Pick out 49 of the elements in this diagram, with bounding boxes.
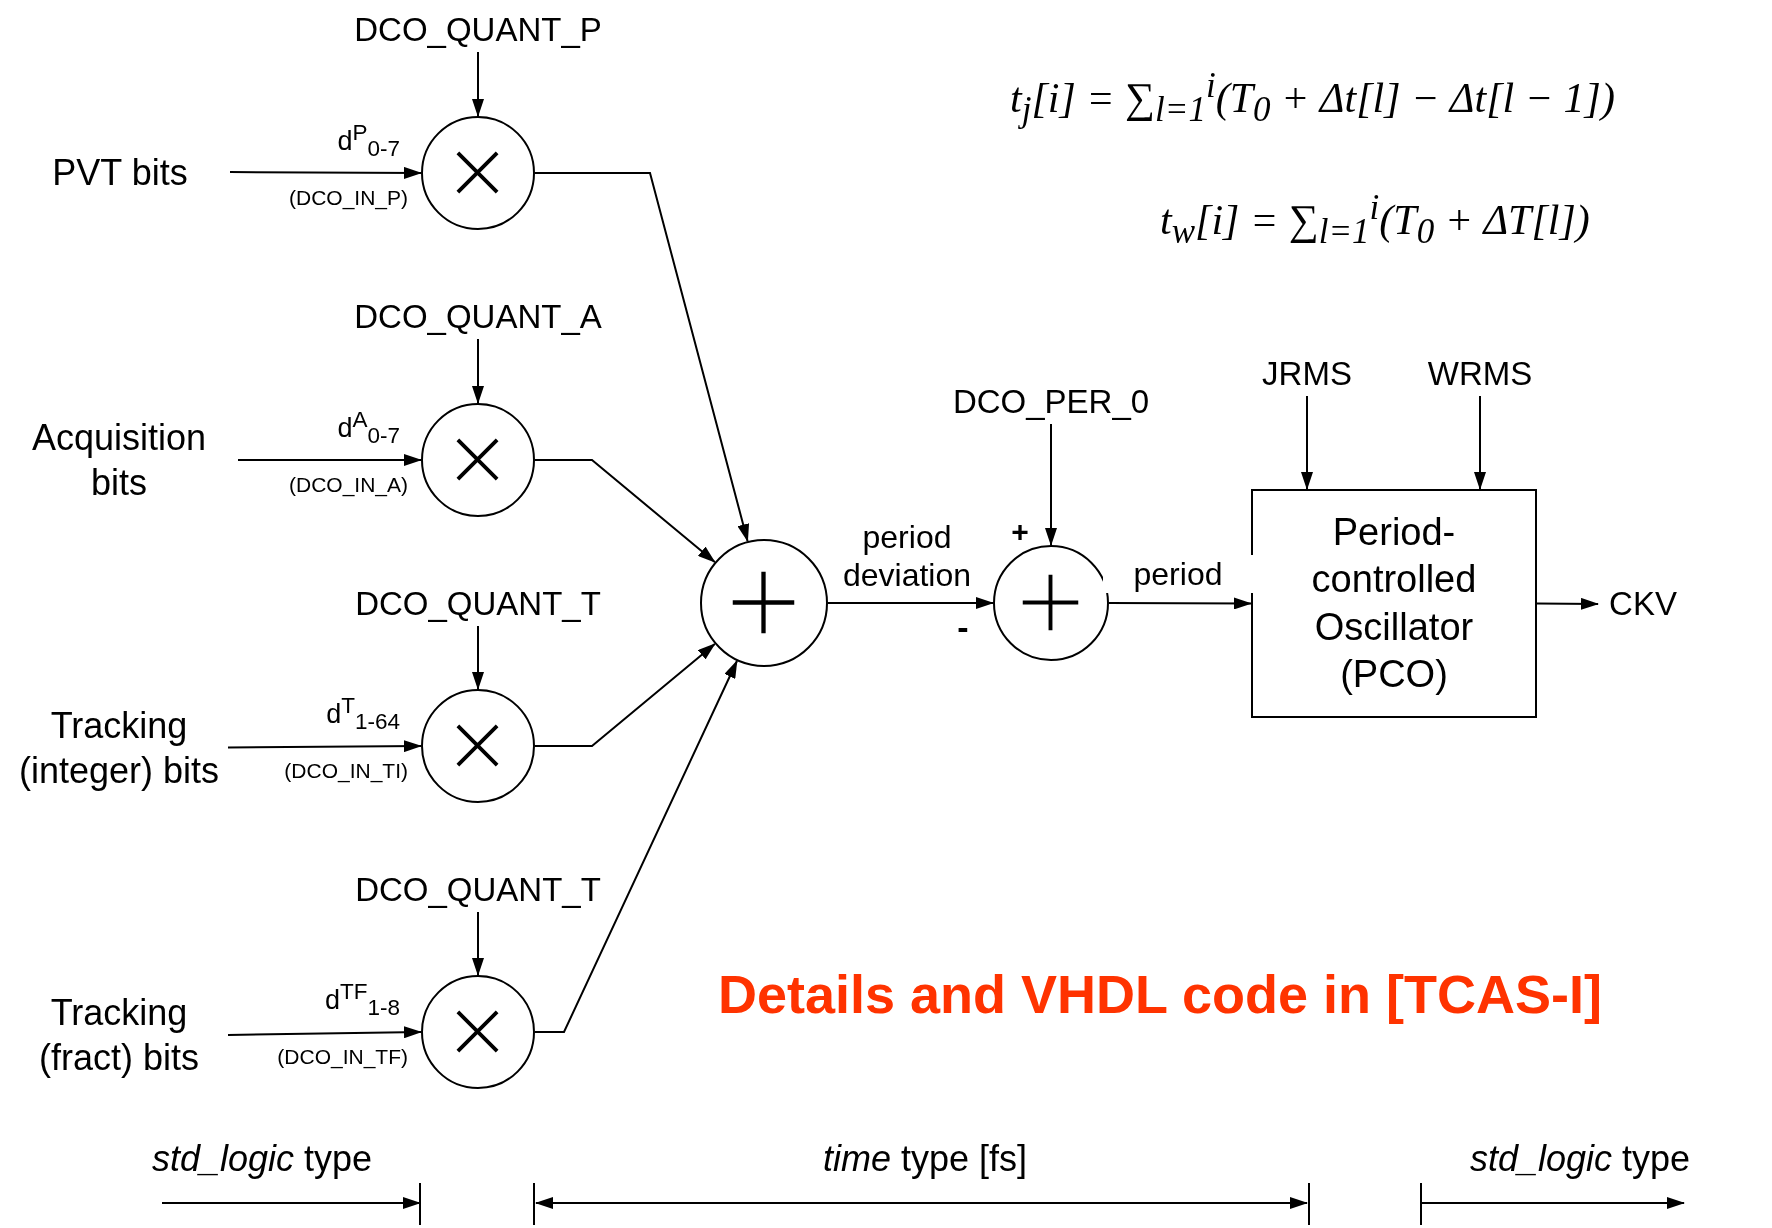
signal-label: JRMS bbox=[1247, 352, 1367, 396]
arrow bbox=[1536, 597, 1599, 610]
oscillator-block: Period-controlled Oscillator (PCO) bbox=[1251, 489, 1537, 718]
multiplier-circle bbox=[421, 403, 535, 517]
adder-circle bbox=[700, 539, 828, 667]
arrow bbox=[534, 459, 716, 564]
type-label: time type [fs] bbox=[822, 1138, 1028, 1180]
formula: t$_{j}$[i] = ∑$_{l=1}$$^{i}$(T$_{0}$ + Δt[l] − Δt[l − 1]) bbox=[1010, 65, 1615, 132]
type-label: std_logic type bbox=[151, 1138, 373, 1180]
output-label: CKV bbox=[1598, 582, 1688, 626]
arrow bbox=[227, 740, 422, 753]
signal-label: DCO_QUANT_T bbox=[318, 868, 638, 912]
port-label: (DCO_IN_P) bbox=[288, 186, 408, 210]
arrow bbox=[237, 454, 422, 466]
signal-label: WRMS bbox=[1410, 352, 1550, 396]
arrow bbox=[227, 1026, 422, 1039]
arrow bbox=[472, 911, 484, 976]
input-label: Acquisition bits bbox=[0, 405, 238, 515]
signal-label: DCO_PER_0 bbox=[920, 380, 1182, 424]
port-label: (DCO_IN_TI) bbox=[284, 759, 408, 783]
arrow bbox=[534, 172, 750, 543]
multiplier-circle bbox=[421, 116, 535, 230]
port-label: (DCO_IN_A) bbox=[288, 473, 408, 497]
sign-label: - bbox=[957, 608, 969, 647]
arrow bbox=[229, 166, 422, 179]
formula: t$_{w}$[i] = ∑$_{l=1}$$^{i}$(T$_{0}$ + ΔT[l]) bbox=[1160, 187, 1590, 254]
input-label: Tracking (integer) bits bbox=[10, 665, 228, 830]
arrow bbox=[1108, 597, 1252, 610]
signal-label: DCO_QUANT_T bbox=[318, 582, 638, 626]
type-label: std_logic type bbox=[1469, 1138, 1691, 1180]
arrow bbox=[1474, 395, 1486, 490]
arrow bbox=[472, 338, 484, 404]
edge-label: period bbox=[1103, 555, 1253, 594]
arrow bbox=[534, 660, 738, 1033]
arrow bbox=[472, 51, 484, 117]
signal-label: DCO_QUANT_A bbox=[318, 295, 638, 339]
port-label: (DCO_IN_TF) bbox=[277, 1045, 408, 1069]
multiplier-circle bbox=[421, 689, 535, 803]
arrow bbox=[534, 642, 716, 747]
signal-label: DCO_QUANT_P bbox=[318, 8, 638, 52]
multiplier-circle bbox=[421, 975, 535, 1089]
arrow bbox=[472, 625, 484, 690]
input-label: PVT bits bbox=[10, 147, 230, 197]
arrow bbox=[1301, 395, 1313, 490]
arrow bbox=[1045, 423, 1057, 546]
arrow bbox=[827, 597, 994, 609]
note-text: Details and VHDL code in [TCAS-I] bbox=[717, 963, 1603, 1025]
sign-label: + bbox=[1011, 515, 1029, 549]
input-label: Tracking (fract) bits bbox=[10, 980, 228, 1090]
